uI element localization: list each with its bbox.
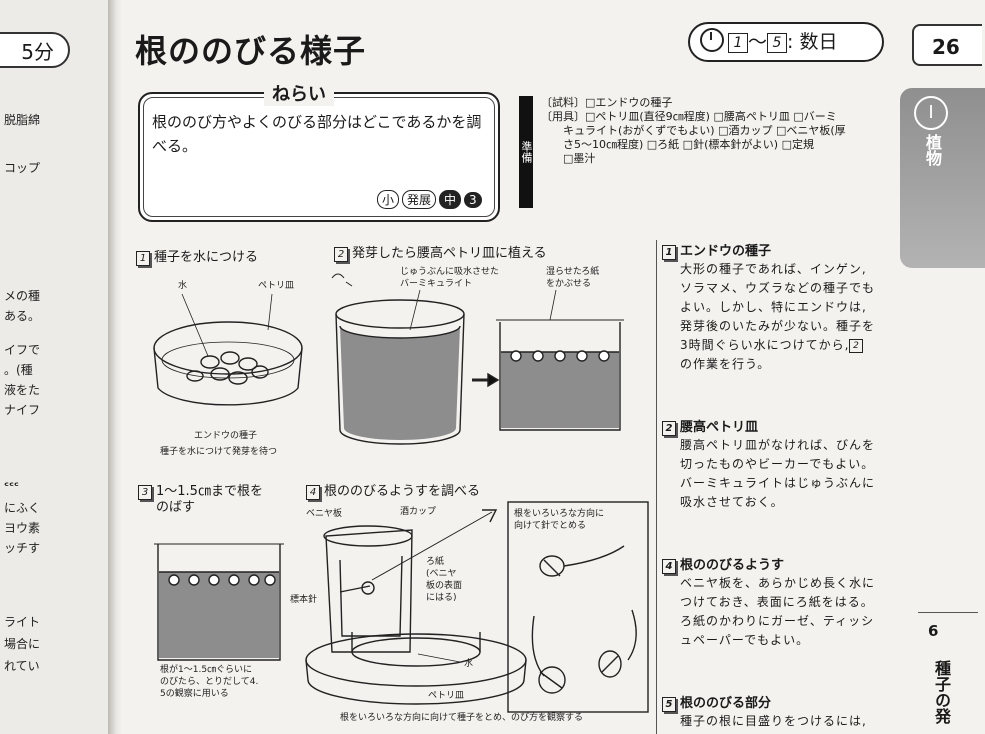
side-chapter: 6 xyxy=(928,622,939,640)
side-section: 種子の発 xyxy=(932,660,951,724)
left-text: 。(種 xyxy=(4,363,33,377)
left-text: 場合に xyxy=(4,637,41,651)
plywood-setup-illustration xyxy=(305,509,527,705)
time-suffix: : 数日 xyxy=(787,31,838,53)
left-text: 脱脂綿 xyxy=(4,113,41,127)
chapter-name: 植物 xyxy=(923,134,942,166)
left-glyph: ᶜᶜᶜ xyxy=(4,479,19,493)
prep-line: キュライト(おがくずでもよい) □酒カップ □ベニヤ板(厚 xyxy=(563,124,846,137)
left-page xyxy=(0,0,112,734)
aim-text: 根ののび方やよくのびる部分はどこであるかを調べる。 xyxy=(152,113,482,155)
time-badge: 1〜5: 数日 xyxy=(688,22,884,62)
left-text: ナイフ xyxy=(4,403,41,417)
time-to: 5 xyxy=(767,33,788,53)
label-plywood: ベニヤ板 xyxy=(306,509,343,519)
left-text: 液をた xyxy=(4,383,41,397)
badge-advanced: 発展 xyxy=(402,190,437,209)
left-text: れてい xyxy=(4,659,40,673)
left-time-pill: 5分 xyxy=(0,32,70,68)
left-text: にふく xyxy=(4,501,41,515)
page-title: 根ののびる様子 xyxy=(135,32,367,70)
caption-soak: 種子を水につけて発芽を待つ xyxy=(160,447,278,457)
badge-grade: 3 xyxy=(464,192,482,208)
page-gutter xyxy=(108,0,122,734)
step3-caption: 根が1〜1.5㎝ぐらいにのびたら、とりだして4.5の観察に用いる xyxy=(160,665,259,699)
column-divider xyxy=(656,240,657,734)
label-petri-dish-2: ペトリ皿 xyxy=(428,691,465,701)
label-petri-dish: ペトリ皿 xyxy=(258,281,295,291)
time-from: 1 xyxy=(728,33,748,53)
label-water: 水 xyxy=(178,281,188,291)
left-text: ある。 xyxy=(4,309,41,323)
chapter-number: Ⅰ xyxy=(914,96,948,130)
prep-line: 〔試料〕□エンドウの種子 xyxy=(541,96,673,109)
left-text: ッチす xyxy=(4,541,41,555)
label-cup: 酒カップ xyxy=(400,507,437,517)
aim-heading: ねらい xyxy=(264,80,334,106)
prep-line: 〔用具〕□ペトリ皿(直径9㎝程度) □腰高ペトリ皿 □バーミ xyxy=(541,110,837,123)
petri-dish-illustration xyxy=(153,293,303,406)
left-text: イフで xyxy=(4,343,41,357)
side-divider xyxy=(918,612,978,613)
time-tilde: 〜 xyxy=(748,31,768,53)
prep-list: 〔試料〕□エンドウの種子 〔用具〕□ペトリ皿(直径9㎝程度) □腰高ペトリ皿 □… xyxy=(541,96,891,166)
caption-seed: エンドウの種子 xyxy=(194,431,258,441)
label-filter: ろ紙(ベニヤ板の表面にはる) xyxy=(426,557,463,603)
step4-caption: 根をいろいろな方向に向けて種子をとめ、のび方を観察する xyxy=(340,713,584,723)
prep-label: 準備 xyxy=(519,96,533,208)
left-text: ヨウ素 xyxy=(4,521,41,535)
badge-middle: 中 xyxy=(439,190,462,209)
tall-petri-dish-illustration xyxy=(331,273,624,445)
clock-icon xyxy=(700,28,724,52)
badge-elementary: 小 xyxy=(377,190,400,209)
inset-box xyxy=(507,501,649,713)
label-water-2: 水 xyxy=(464,659,474,669)
left-text: ライト xyxy=(4,615,41,629)
label-vermiculite: じゅうぶんに吸水させたバーミキュライト xyxy=(400,267,500,289)
page-number: 26 xyxy=(912,24,982,66)
label-filter-paper: 湿らせたろ紙をかぶせる xyxy=(546,267,600,289)
root-growth-container-illustration xyxy=(154,543,284,661)
prep-line: □墨汁 xyxy=(563,152,596,165)
inset-caption: 根をいろいろな方向に向けて針でとめる xyxy=(514,509,605,531)
experiment-illustrations xyxy=(153,273,649,713)
prep-line: さ5〜10㎝程度) □ろ紙 □針(標本針がよい) □定規 xyxy=(563,138,814,151)
label-pin: 標本針 xyxy=(290,595,318,605)
left-text: メの種 xyxy=(4,289,41,303)
left-text: コップ xyxy=(4,161,41,175)
